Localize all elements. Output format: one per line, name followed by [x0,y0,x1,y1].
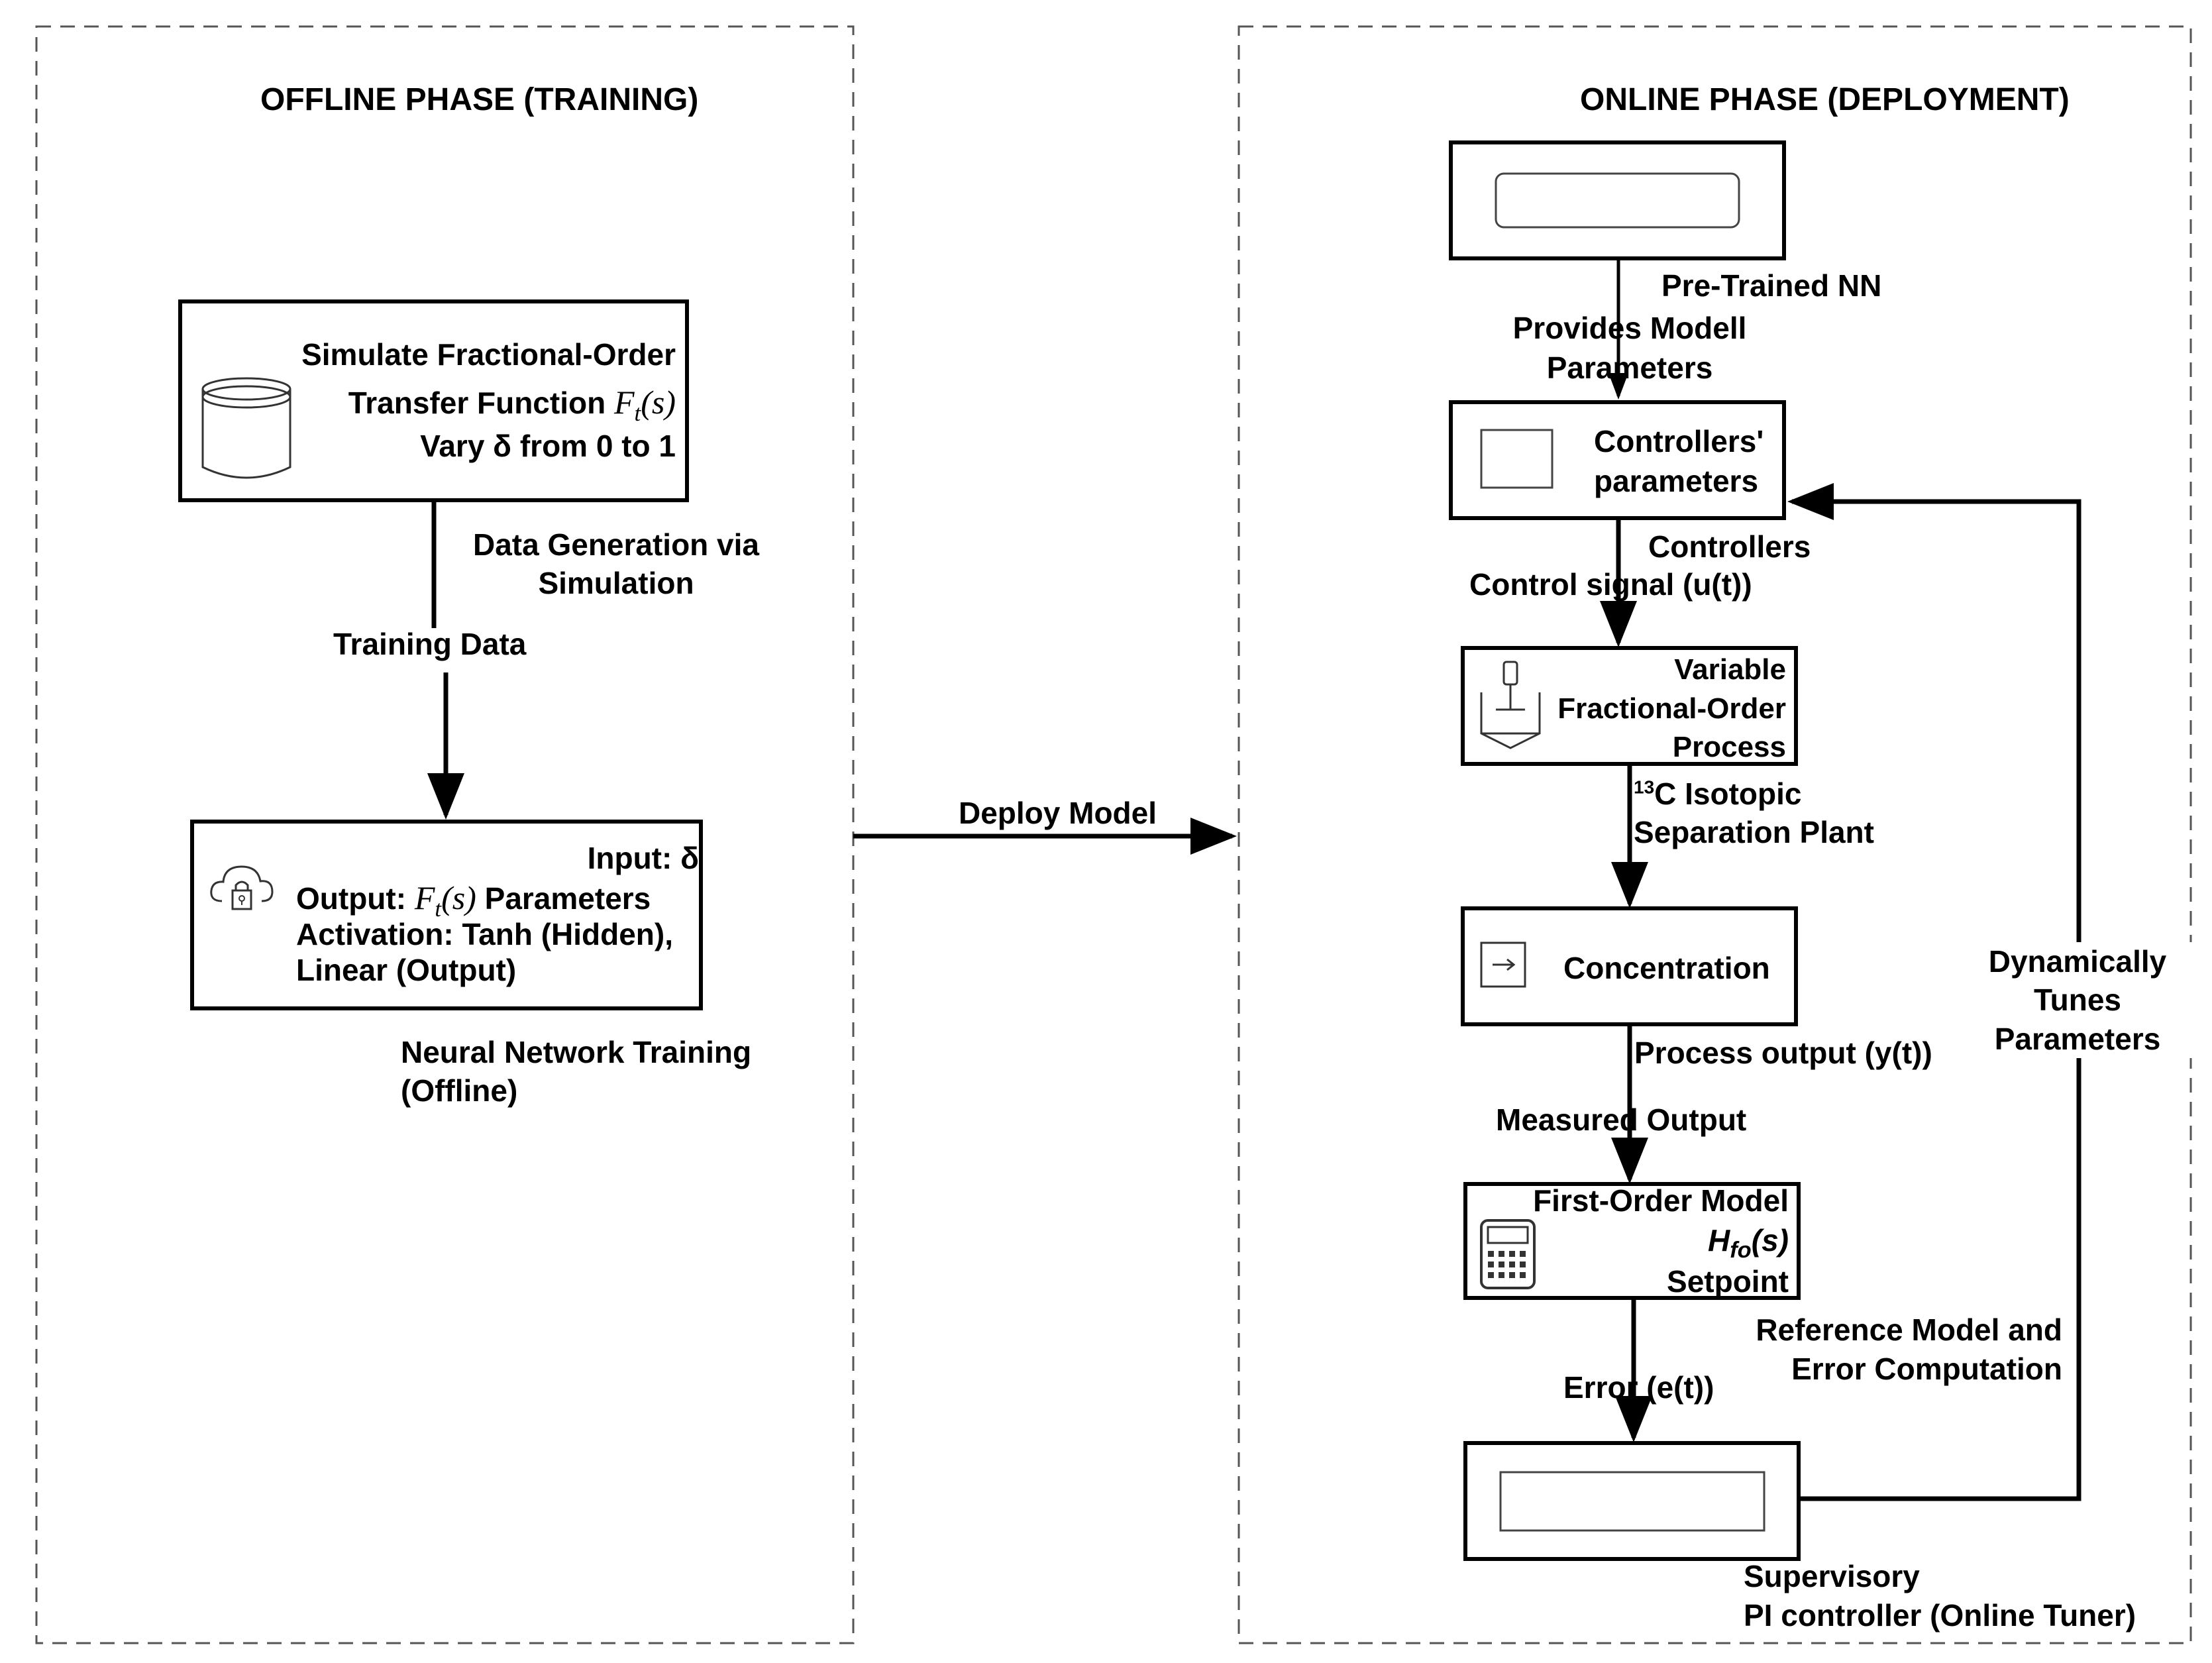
supervisory-pi-inner [1499,1471,1765,1532]
data-generation-label: Data Generation via Simulation [472,527,760,601]
first-order-model-label: First-Order Model [1533,1183,1789,1218]
controllers-label: Controllers [1648,529,1811,564]
online-phase-title: ONLINE PHASE (DEPLOYMENT) [1580,82,2070,117]
simulate-line1: Simulate Fractional-Order [301,337,676,372]
process-output-label: Process output (y(t)) [1634,1036,1932,1070]
controllers-params-label: Controllers' parameters [1594,424,1764,498]
training-data-label: Training Data [333,627,527,661]
nn-training-box [190,820,703,1010]
nn-activation-label: Activation: Tanh (Hidden), [296,917,674,951]
arrow-box-icon [1480,941,1526,988]
simulate-box [178,299,689,502]
simulate-line2: Transfer Function Ft(s) [348,382,676,427]
transfer-function-symbol: Ft(s) [613,384,676,426]
nn-caption: Neural Network Training (Offline) [401,1035,752,1108]
control-signal-label: Control signal (u(t)) [1469,567,1752,602]
calculator-icon [1480,1219,1536,1289]
nn-output-prefix: Output: [296,881,415,916]
concentration-label: Concentration [1563,951,1770,985]
mixer-tank-icon [1480,661,1541,749]
provides-label: Provides Modell Parameters [1512,311,1747,385]
reference-model-label: Reference Model and Error Computation [1756,1313,2062,1386]
offline-phase-title: OFFLINE PHASE (TRAINING) [260,82,699,117]
nn-input-label: Input: δ [587,841,699,875]
nn-output-symbol: Ft(s) [414,879,476,922]
database-icon [201,377,291,479]
deploy-model-label: Deploy Model [959,796,1157,830]
nn-linear-label: Linear (Output) [296,953,517,987]
isotope-superscript: 13 [1634,777,1655,798]
isotopic-label: 13C Isotopic Separation Plant [1634,775,1874,852]
simulate-line3: Vary δ from 0 to 1 [420,429,676,463]
pretrained-nn-inner [1495,172,1740,229]
window-icon [1480,429,1554,489]
simulate-line2-text: Transfer Function [348,386,614,420]
error-label: Error (e(t)) [1563,1370,1714,1405]
pretrained-nn-label: Pre-Trained NN [1661,268,1882,303]
setpoint-label: Setpoint [1667,1264,1789,1299]
process-label: Variable Fractional-Order Process [1557,653,1786,764]
first-order-math: Hfo(s) [1707,1223,1789,1263]
isotopic-label-text: C Isotopic Separation Plant [1634,777,1874,849]
supervisory-label: Supervisory PI controller (Online Tuner) [1744,1559,2136,1633]
nn-output-label: Output: Ft(s) Parameters [296,878,651,923]
nn-output-suffix: Parameters [476,881,651,916]
online-phase-frame [1238,25,2192,1644]
cloud-lock-icon [210,865,274,910]
dynamically-tunes-label: Dynamically Tunes Parameters [1945,942,2210,1059]
measured-output-label: Measured Output [1496,1102,1747,1137]
